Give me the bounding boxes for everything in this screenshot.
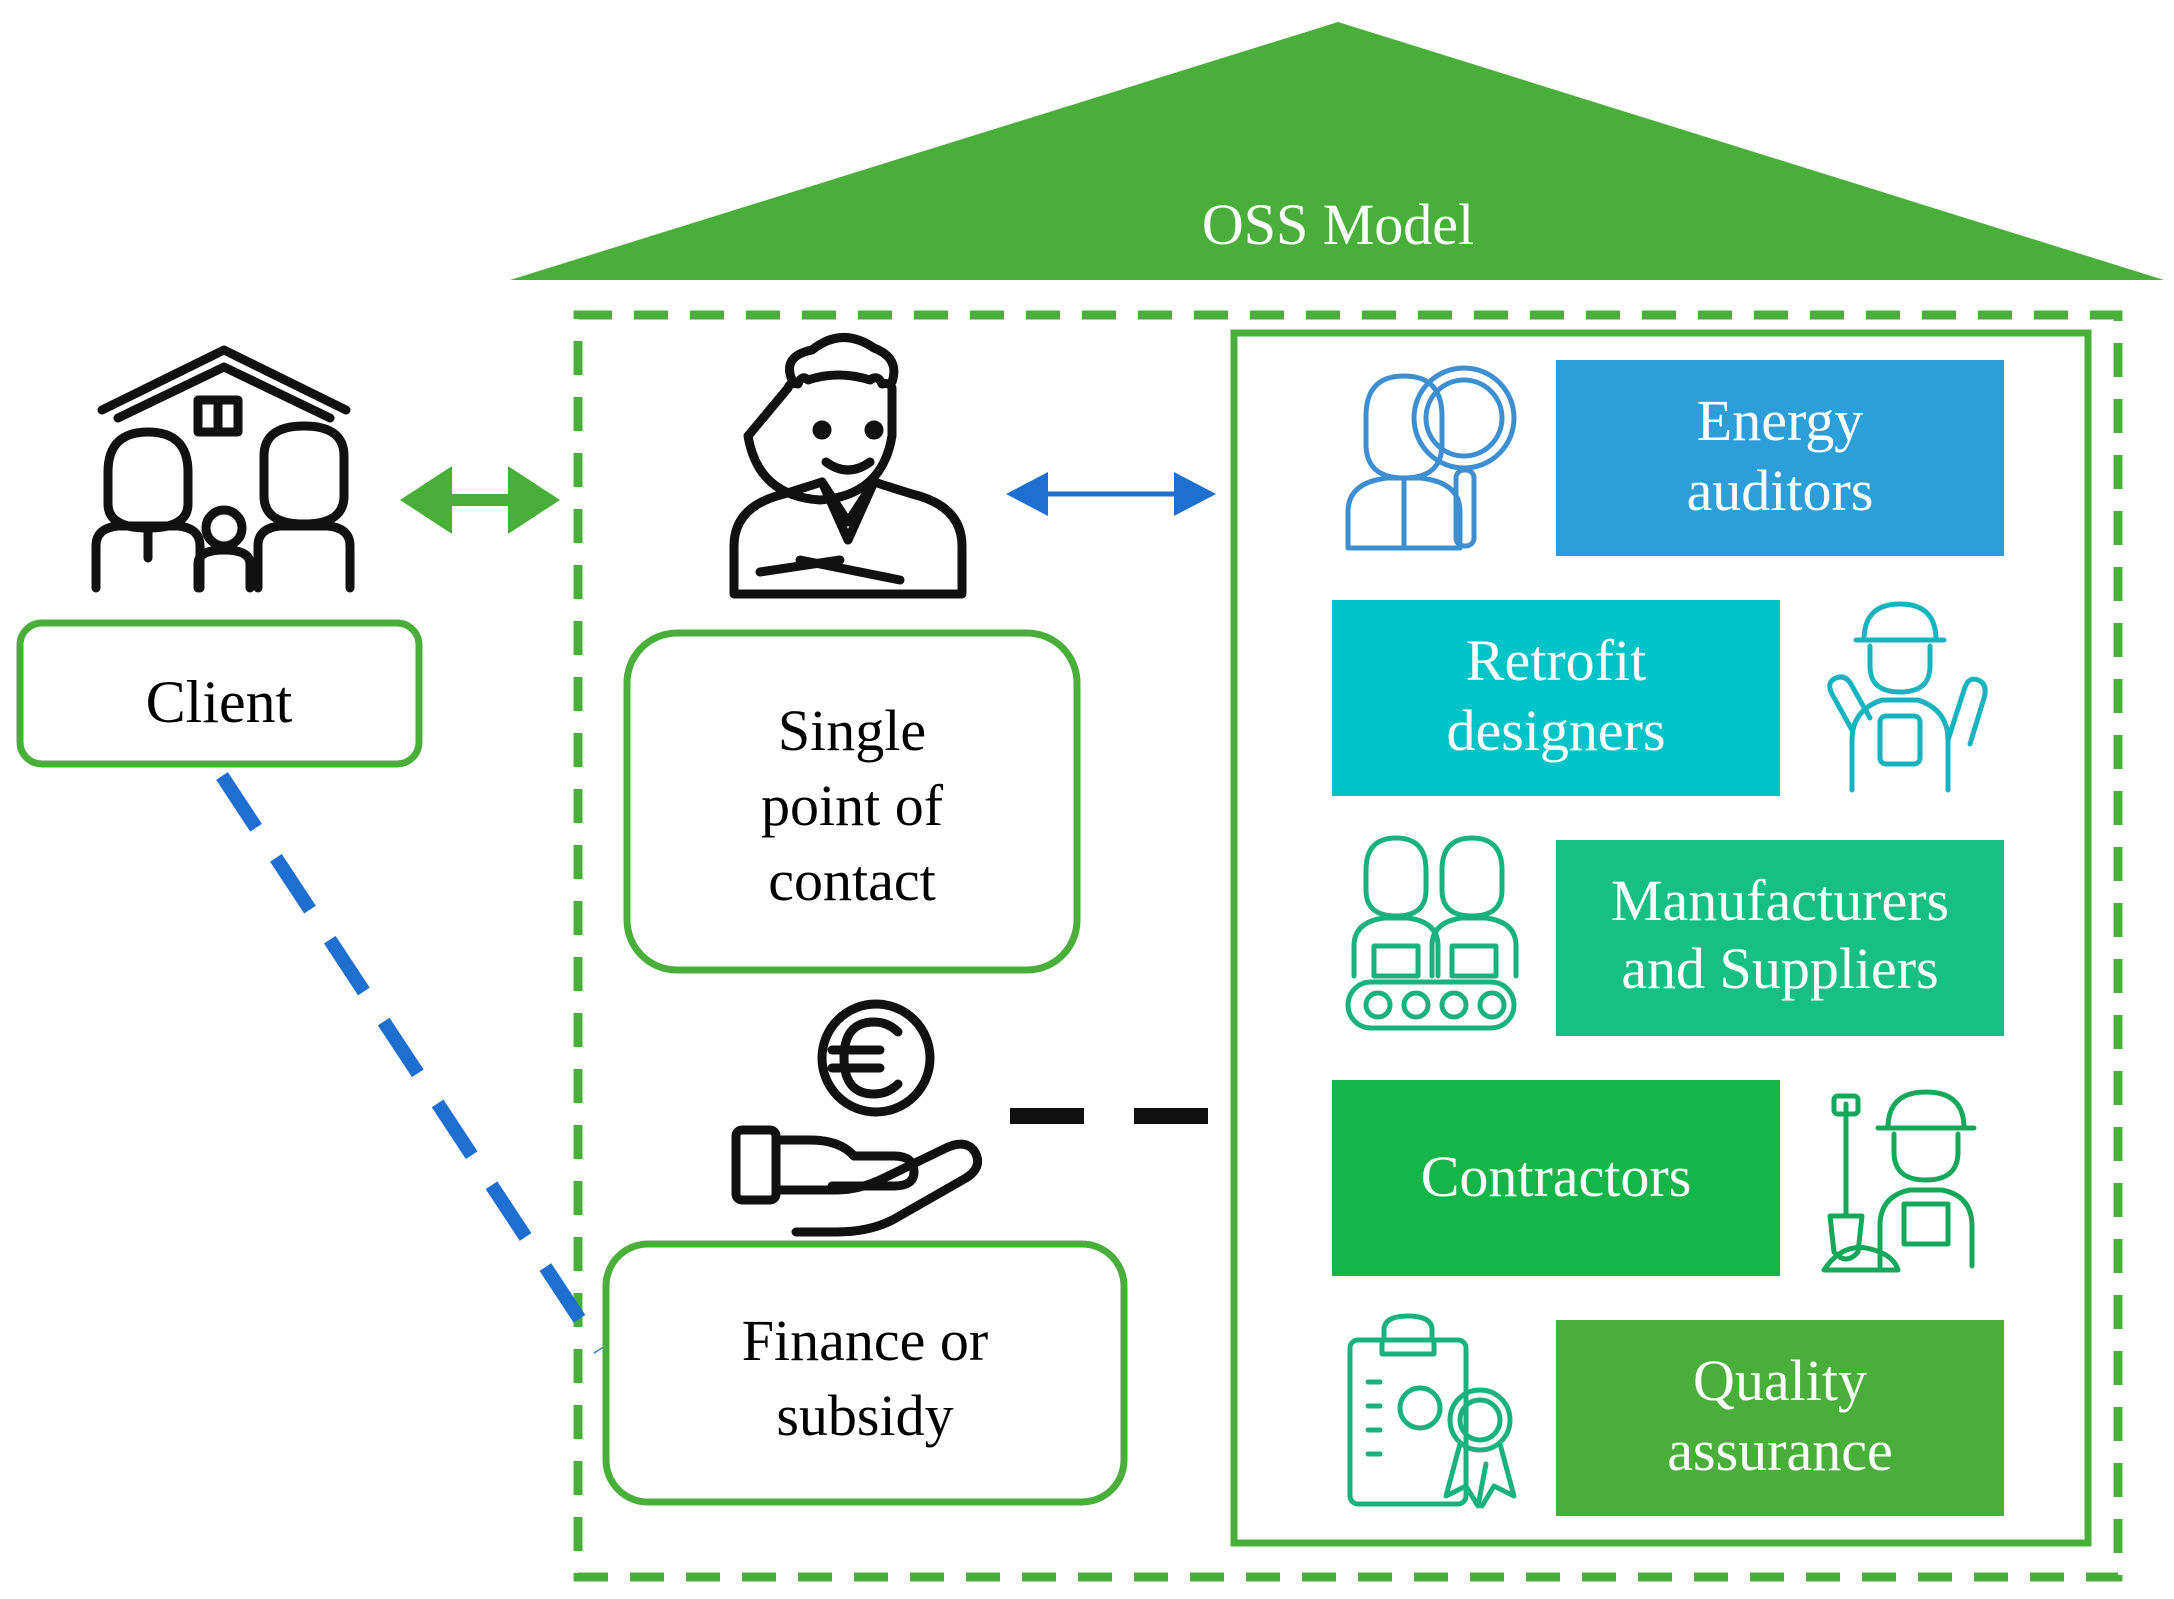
single-point-line1: Single bbox=[778, 698, 926, 763]
contractors-label: Contractors bbox=[1421, 1144, 1692, 1209]
quality-line1: Quality bbox=[1693, 1348, 1867, 1413]
finance-line2: subsidy bbox=[776, 1383, 953, 1448]
contractor-shovel-worker-icon bbox=[1821, 1089, 1977, 1273]
quality-line2: assurance bbox=[1667, 1418, 1892, 1483]
energy-auditors-block[interactable] bbox=[1556, 360, 2004, 556]
single-point-line3: contact bbox=[768, 848, 935, 913]
manufacturer-assembly-line-icon bbox=[1345, 835, 1519, 1031]
manufacturers-line2: and Suppliers bbox=[1621, 936, 1938, 1001]
finance-line1: Finance or bbox=[742, 1308, 988, 1373]
retrofit-designers-line1: Retrofit bbox=[1466, 628, 1646, 693]
euro-coin-hand-icon bbox=[731, 999, 983, 1237]
energy-auditors-line2: auditors bbox=[1687, 458, 1874, 523]
manufacturers-suppliers-block[interactable] bbox=[1556, 840, 2004, 1036]
client-oss-arrow bbox=[400, 466, 560, 534]
retrofit-designers-line2: designers bbox=[1446, 698, 1665, 763]
consultant-icon bbox=[729, 333, 967, 599]
contractors-block[interactable] bbox=[1332, 1080, 1780, 1276]
oss-model-title: OSS Model bbox=[1202, 192, 1474, 257]
finance-subsidy-box[interactable] bbox=[602, 1240, 1128, 1506]
manufacturers-line1: Manufacturers bbox=[1611, 868, 1949, 933]
quality-certificate-clipboard-icon bbox=[1347, 1313, 1517, 1509]
single-point-line2: point of bbox=[761, 773, 944, 838]
client-box[interactable] bbox=[16, 619, 423, 768]
contact-services-arrow bbox=[1006, 472, 1216, 516]
retrofit-designer-worker-icon bbox=[1827, 601, 1988, 793]
quality-assurance-block[interactable] bbox=[1556, 1320, 2004, 1516]
energy-auditor-magnifier-icon bbox=[1345, 365, 1517, 551]
energy-auditors-line1: Energy bbox=[1697, 388, 1863, 453]
client-finance-dashed-line bbox=[216, 772, 606, 1354]
retrofit-designers-block[interactable] bbox=[1332, 600, 1780, 796]
services-frame bbox=[1230, 329, 2092, 1547]
single-point-of-contact-box[interactable] bbox=[623, 629, 1081, 974]
client-label: Client bbox=[146, 669, 293, 735]
family-house-icon bbox=[91, 345, 355, 593]
roof-triangle bbox=[510, 22, 2164, 280]
